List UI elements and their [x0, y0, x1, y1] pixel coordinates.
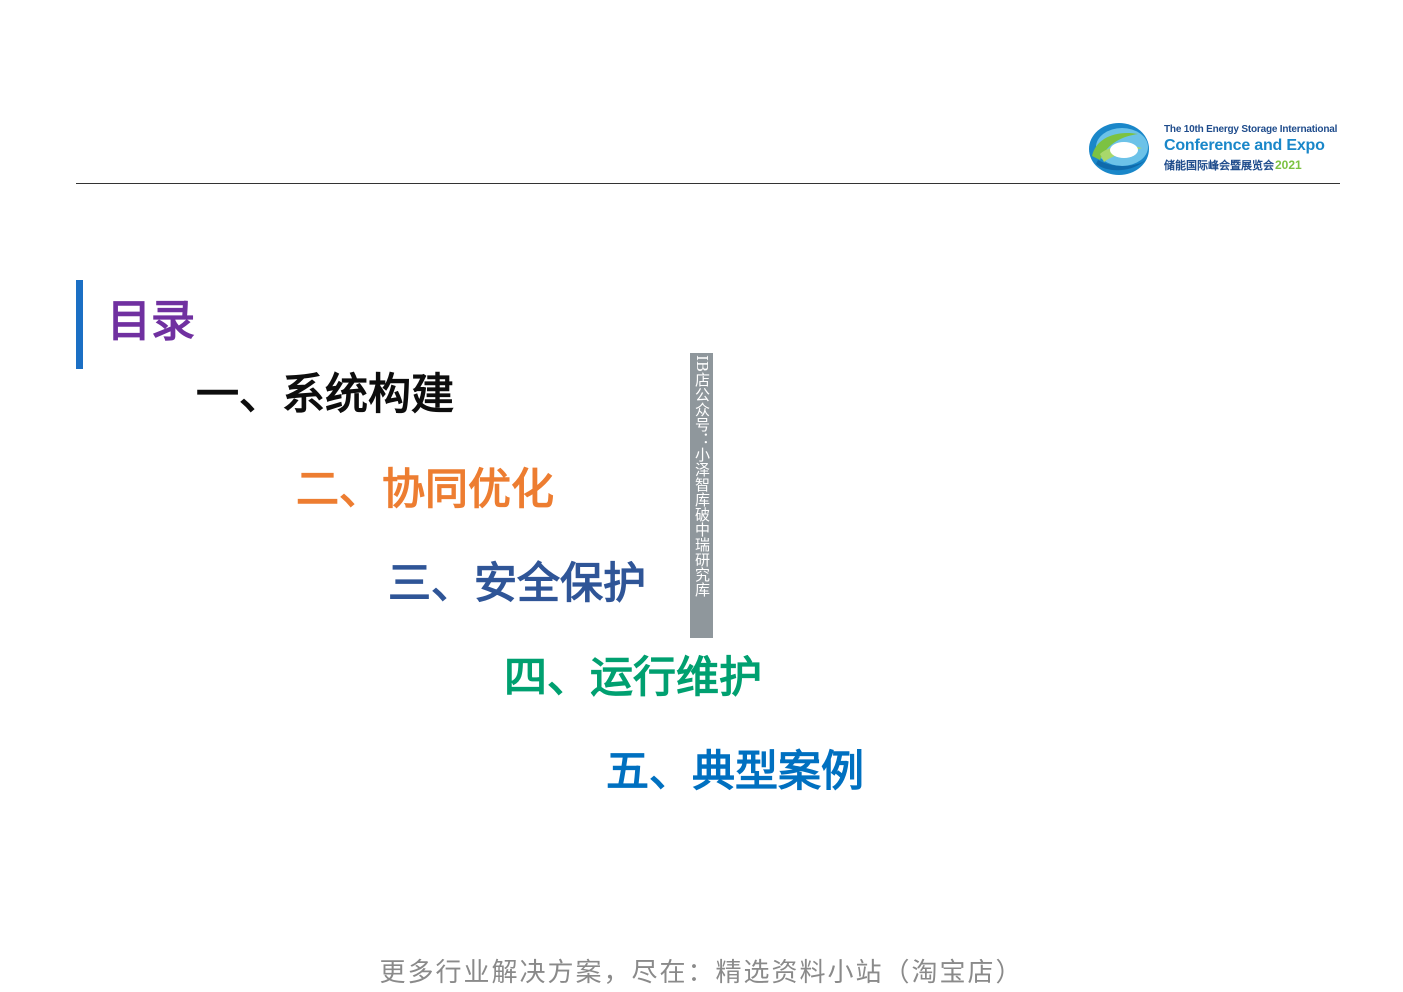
conference-edition-text: The 10th Energy Storage International	[1164, 124, 1338, 135]
toc-item-operation-maintenance: 四、运行维护	[504, 653, 762, 703]
toc-item-system-construction: 一、系统构建	[196, 370, 454, 420]
conference-emblem-icon	[1089, 123, 1149, 175]
conference-logo-text: The 10th Energy Storage International Co…	[1164, 124, 1346, 178]
toc-item-safety-protection: 三、安全保护	[388, 559, 646, 609]
toc-item-typical-cases: 五、典型案例	[606, 747, 864, 797]
conference-chinese-name: 储能国际峰会暨展览会2021	[1164, 157, 1302, 173]
watermark-text: IB店公众号：小泽智库破中瑞研究库	[693, 355, 711, 597]
vertical-watermark: IB店公众号：小泽智库破中瑞研究库	[690, 353, 713, 638]
footer-promo-text: 更多行业解决方案，尽在：精选资料小站（淘宝店）	[379, 958, 1024, 988]
toc-item-collaborative-optimization: 二、协同优化	[296, 465, 554, 515]
toc-title: 目录	[107, 296, 195, 347]
conference-logo: The 10th Energy Storage International Co…	[1086, 120, 1346, 180]
conference-chinese-text: 储能国际峰会暨展览会	[1164, 159, 1274, 172]
header-divider	[76, 183, 1340, 184]
conference-name-text: Conference and Expo	[1164, 137, 1325, 154]
title-accent-bar	[76, 280, 83, 369]
conference-year: 2021	[1275, 158, 1302, 172]
